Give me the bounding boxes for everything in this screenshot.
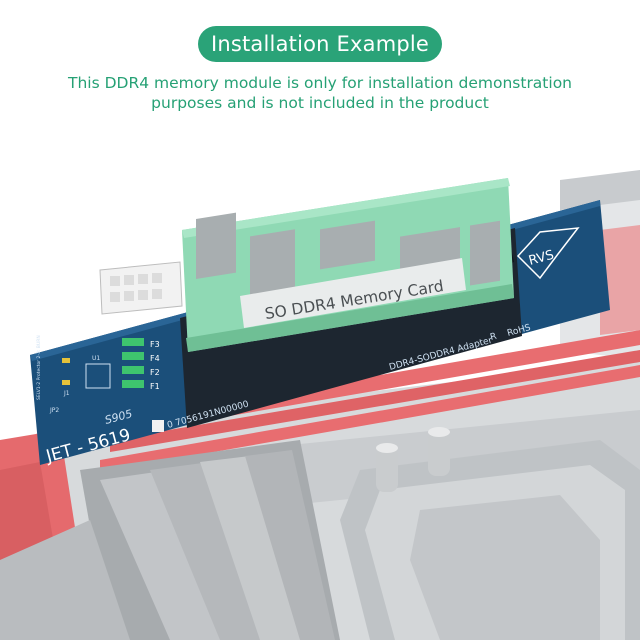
power-connector bbox=[99, 261, 183, 315]
fuse-label-f3: F3 bbox=[150, 340, 160, 349]
standoff-pin bbox=[428, 432, 450, 476]
fuse-label-f4: F4 bbox=[150, 354, 160, 363]
r-mark-text: R bbox=[489, 332, 498, 343]
j1-label: J1 bbox=[63, 390, 70, 397]
fuse-chip bbox=[122, 352, 144, 360]
fuse-chip bbox=[122, 380, 144, 388]
heatsink bbox=[0, 440, 340, 640]
fuse-label-f1: F1 bbox=[150, 382, 160, 391]
u1-outline bbox=[85, 363, 111, 389]
protector-label: SELV1-2 Protector 2-3: BURN bbox=[36, 335, 42, 400]
standoff-pin bbox=[376, 448, 398, 492]
title-badge: Installation Example bbox=[198, 26, 442, 62]
brand-text: RVS bbox=[527, 248, 555, 269]
fuse-chip bbox=[122, 338, 144, 346]
module-label bbox=[240, 258, 466, 328]
white-pad bbox=[152, 420, 164, 432]
memory-module bbox=[182, 178, 514, 352]
dimm-slots bbox=[0, 225, 640, 620]
subtitle-line-2: purposes and is not included in the prod… bbox=[151, 94, 489, 112]
u1-label: U1 bbox=[92, 355, 100, 362]
subtitle-line-1: This DDR4 memory module is only for inst… bbox=[68, 74, 572, 92]
rvs-logo bbox=[516, 227, 580, 280]
fuse-chip bbox=[122, 366, 144, 374]
subtitle: This DDR4 memory module is only for inst… bbox=[40, 73, 600, 113]
fuse-label-f2: F2 bbox=[150, 368, 160, 377]
jp2-label: JP2 bbox=[49, 407, 59, 414]
